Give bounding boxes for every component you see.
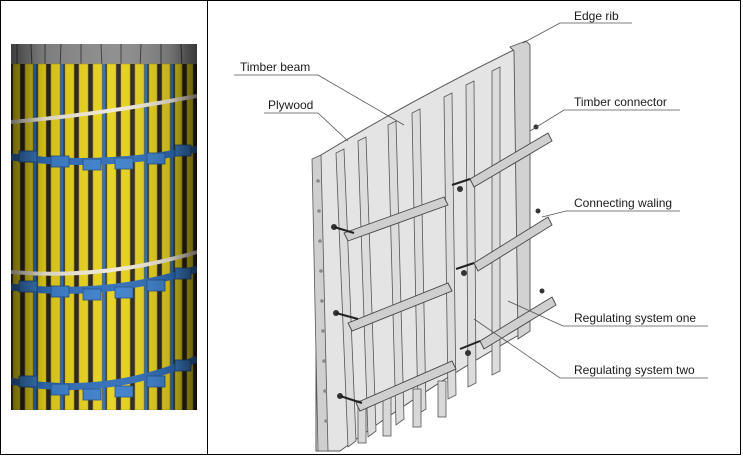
label-timber-connector: Timber connector [574,95,667,109]
label-regulating-system-one: Regulating system one [574,311,696,325]
label-regulating-system-two: Regulating system two [574,363,695,377]
formwork-photo [11,44,197,410]
timber-beams [335,66,501,448]
label-plywood: Plywood [268,98,313,112]
label-edge-rib: Edge rib [574,9,619,23]
label-timber-beam: Timber beam [240,60,310,74]
walings [343,132,557,412]
label-connecting-waling: Connecting waling [574,196,672,210]
formwork-drawing: Edge rib Timber beam Plywood Timber conn… [234,9,708,452]
panel-divider [207,0,208,455]
